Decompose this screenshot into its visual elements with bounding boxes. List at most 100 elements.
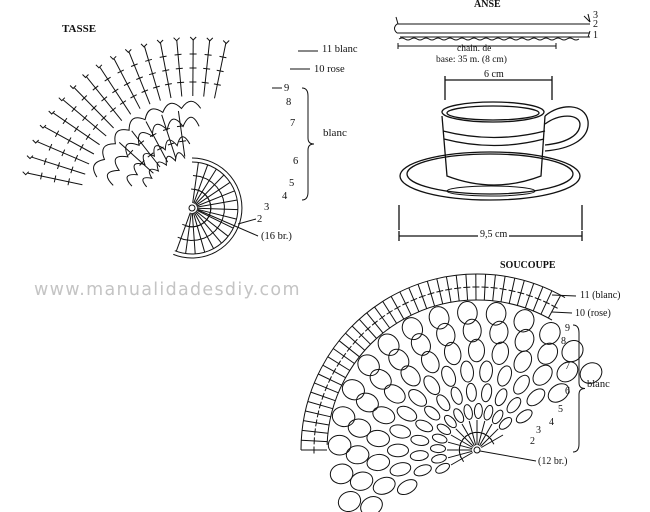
tasse-outer-spoke-tick <box>177 81 185 84</box>
soucoupe-petal-loop <box>423 375 441 396</box>
tasse-stitch-top <box>69 85 77 90</box>
tasse-outer-spoke-tick <box>152 85 160 89</box>
tasse-row-11-color: blanc <box>334 44 358 55</box>
tasse-row-7-label: 7 <box>290 118 296 129</box>
tasse-row-5-label: 5 <box>289 178 295 189</box>
soucoupe-row-10-leader <box>551 311 573 314</box>
soucoupe-edge-spoke-tick <box>454 287 462 290</box>
soucoupe-edge-spoke-tick <box>534 297 542 301</box>
soucoupe-petal-loop <box>357 354 380 377</box>
watermark: www.manualidadesdiy.com <box>34 280 301 300</box>
soucoupe-petal-loop <box>579 362 603 384</box>
soucoupe-petal-loop <box>498 417 513 430</box>
soucoupe-petal-loop <box>547 383 570 403</box>
tasse-mid-spoke-tick <box>139 159 145 166</box>
tasse-row-8-label: 8 <box>286 97 292 108</box>
tasse-inner-spoke <box>175 212 191 252</box>
soucoupe-edge-spoke-tick <box>490 287 498 289</box>
soucoupe-petal-loop <box>539 322 561 345</box>
soucoupe-petal-loop <box>462 318 482 343</box>
tasse-bracket-label: blanc <box>323 127 347 139</box>
tasse-inner-spoke <box>195 210 229 237</box>
tasse-inner-spoke-tick <box>205 178 213 183</box>
soucoupe-edge-spoke-tick <box>542 300 550 305</box>
tasse-outer-spoke-tick <box>148 72 156 76</box>
soucoupe-petal-loop <box>481 383 493 403</box>
soucoupe-petal-loop <box>457 301 478 325</box>
soucoupe-edge-spoke-tick <box>315 419 318 427</box>
tasse-outer-spoke-tick <box>82 114 88 122</box>
soucoupe-row-11-label: 11 (blanc) <box>580 291 620 301</box>
tasse-outer-spoke-tick <box>141 89 149 93</box>
soucoupe-center-ring <box>473 446 481 454</box>
tasse-inner-spoke-tick <box>197 237 205 241</box>
soucoupe-row-7-label: 7 <box>565 361 570 372</box>
tasse-row-10-label: 10 rose <box>314 64 345 76</box>
tasse-outer-spoke-tick <box>109 107 117 113</box>
tasse-outer-spoke-tick <box>71 105 77 113</box>
tasse-inner-spoke <box>194 168 217 205</box>
tasse-outer-spoke-tick <box>67 178 70 186</box>
soucoupe-inner-spoke-tick <box>489 437 495 445</box>
soucoupe-outer-arc <box>326 299 553 445</box>
soucoupe-petal-loop <box>513 350 533 373</box>
tasse-stitch-top <box>26 155 34 160</box>
soucoupe-edge-spoke-tick <box>336 360 342 367</box>
soucoupe-edge-spoke-tick <box>324 384 329 392</box>
soucoupe-petal-loop <box>491 341 510 365</box>
tasse-inner-spoke <box>196 208 237 220</box>
tasse-inner-spoke-tick <box>191 188 199 191</box>
anse-row-2-label: 2 <box>593 19 598 30</box>
soucoupe-row-11-color: (blanc) <box>592 290 621 301</box>
tasse-outer-spoke-tick <box>219 55 227 59</box>
tasse-outer-spoke-tick <box>204 54 212 56</box>
soucoupe-center-leader <box>479 450 537 462</box>
tasse-outer-spoke-tick <box>43 157 47 165</box>
tasse-stitch-top <box>206 37 214 42</box>
tasse-inner-spoke-tick <box>222 198 225 206</box>
tasse-outer-spoke-tick <box>123 81 131 87</box>
soucoupe-petal-loop <box>513 374 530 395</box>
soucoupe-petal-loop <box>345 445 370 465</box>
tasse-inner-spoke <box>191 212 196 254</box>
soucoupe-edge-spoke-tick <box>526 294 533 298</box>
soucoupe-row-11-number: 11 <box>580 290 590 301</box>
anse-row-3-label: 3 <box>593 10 598 21</box>
tasse-round-4-scallops <box>142 152 186 188</box>
tasse-outer-spoke-tick <box>216 69 224 73</box>
soucoupe-petal-loop <box>436 394 451 412</box>
tasse-row-11-label: 11 blanc <box>322 44 358 56</box>
soucoupe-petal-loop <box>341 379 365 401</box>
tasse-row-2-leader <box>237 218 257 225</box>
soucoupe-edge-spoke-tick <box>499 288 507 291</box>
soucoupe-row-11-leader <box>551 294 577 297</box>
soucoupe-petal-loop <box>460 360 474 383</box>
soucoupe-edge-spoke-tick <box>508 289 516 293</box>
soucoupe-petal-loop <box>436 423 452 436</box>
soucoupe-edge-spoke-tick <box>314 428 316 436</box>
tasse-mid-spoke <box>118 142 154 174</box>
soucoupe-edge-spoke-tick <box>394 305 401 310</box>
tasse-stitch-top <box>95 64 103 69</box>
tasse-stitch-top <box>39 124 47 129</box>
soucoupe-petal-loop <box>515 409 533 424</box>
soucoupe-petal-loop <box>369 368 392 390</box>
soucoupe-edge-spoke-tick <box>318 401 322 409</box>
soucoupe-petal-loop <box>401 317 424 341</box>
soucoupe-row-10-label: 10 (rose) <box>575 309 611 319</box>
soucoupe-petal-loop <box>355 392 379 413</box>
cup-width-dimension: 6 cm <box>484 69 504 80</box>
tasse-inner-spoke <box>196 207 239 211</box>
soucoupe-petal-loop <box>389 462 412 477</box>
tasse-row-3-label: 3 <box>264 202 270 213</box>
soucoupe-bracket <box>572 324 586 453</box>
soucoupe-petal-loop <box>436 322 456 347</box>
soucoupe-petal-loop <box>409 450 429 462</box>
tasse-inner-spoke <box>195 181 231 206</box>
tasse-outer-spoke-tick <box>112 88 119 94</box>
tasse-outer-spoke-tick <box>117 69 125 74</box>
soucoupe-petal-loop <box>413 464 432 477</box>
tasse-outer-spoke-tick <box>61 149 66 157</box>
tasse-inner-spoke <box>192 212 206 253</box>
